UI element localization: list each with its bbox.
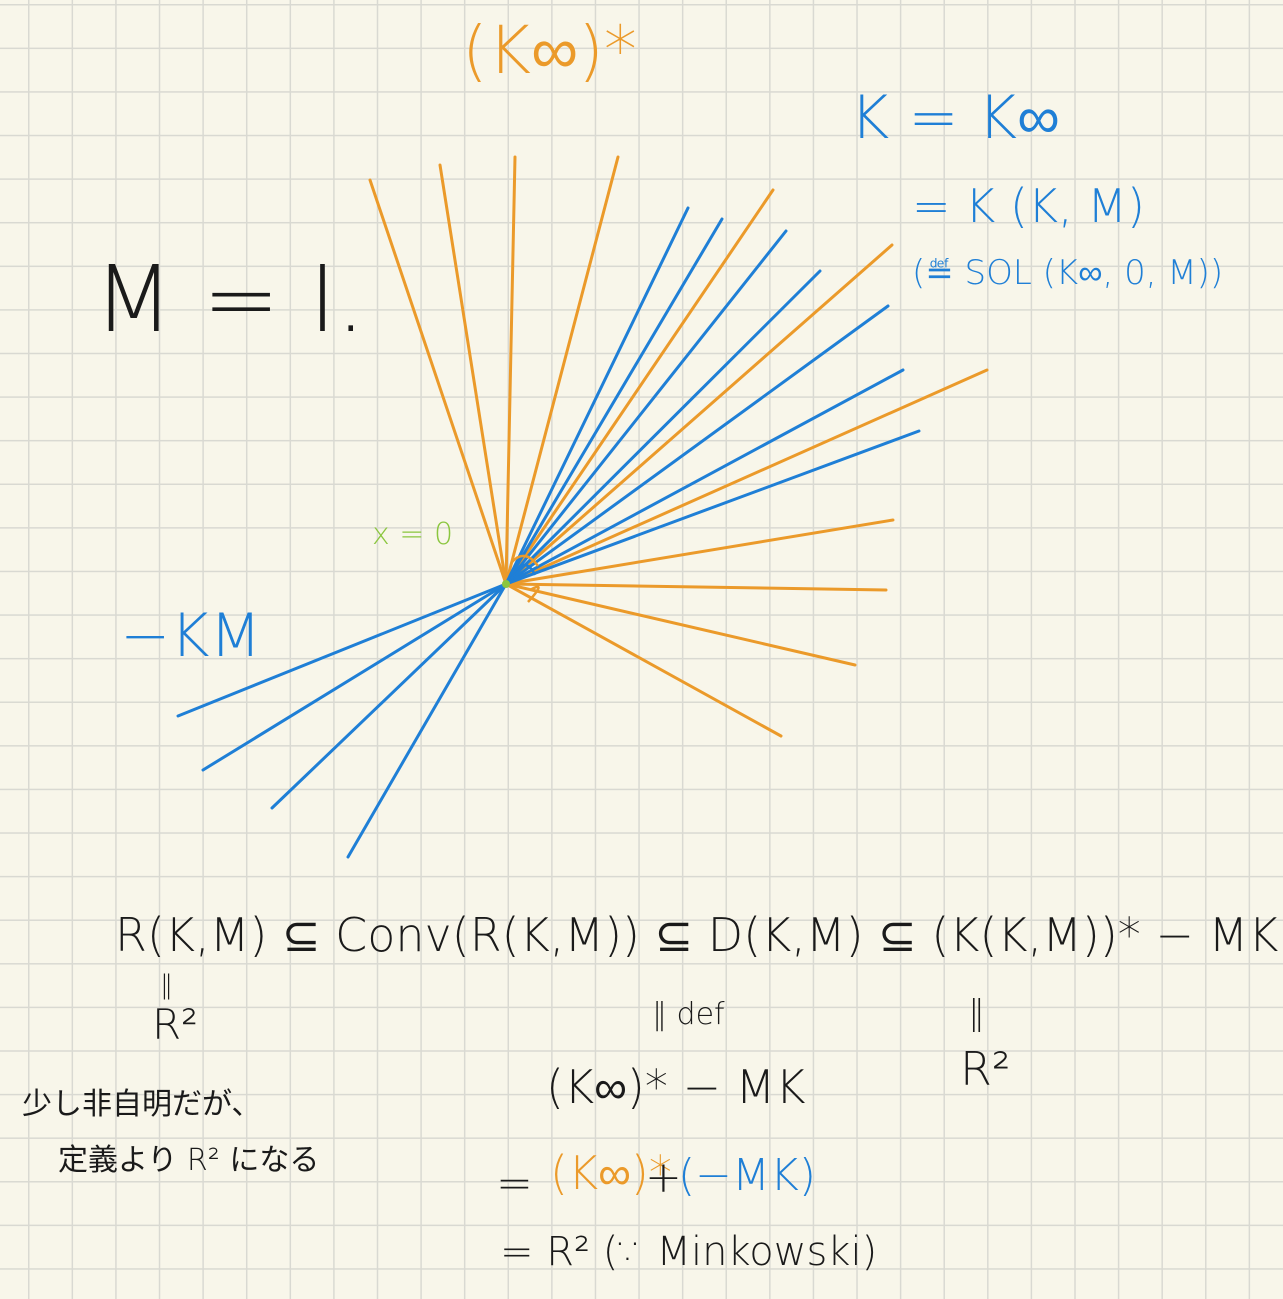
- orange-angle-arc: [511, 554, 540, 567]
- plus-sign: +: [645, 1152, 682, 1203]
- origin-label: x = 0: [372, 517, 454, 552]
- k-definition-label: (≝ SOL (K∞, 0, M)): [912, 253, 1224, 293]
- orange-ray: [504, 368, 989, 586]
- blue-ray: [504, 304, 890, 586]
- def-equality-mark: ‖ def: [652, 997, 725, 1032]
- k-cone-rays: [504, 206, 921, 586]
- equals-sign: =: [496, 1158, 533, 1209]
- blue-ray: [201, 582, 508, 772]
- blue-ray: [504, 206, 690, 586]
- r2-left: R²: [152, 1000, 199, 1049]
- blue-ray: [504, 217, 724, 586]
- dual-cone-rays: [368, 155, 989, 738]
- equality-mark-right: ‖: [968, 993, 985, 1033]
- m-equals-label: M = I.: [94, 246, 366, 353]
- dual-cone-label: (K∞)*: [462, 12, 637, 89]
- orange-angle-arc: [527, 585, 540, 603]
- r2-right: R²: [960, 1042, 1011, 1096]
- orange-ray: [504, 582, 888, 592]
- note-line-2: 定義より R² になる: [58, 1143, 320, 1178]
- orange-ray: [368, 178, 508, 586]
- orange-ray: [504, 243, 894, 586]
- blue-ray: [346, 582, 508, 859]
- blue-ray: [176, 582, 508, 718]
- origin-dot: [502, 580, 510, 588]
- orange-ray: [504, 518, 895, 586]
- k-equals-label: K = K∞: [850, 83, 1060, 153]
- main-formula: R(K,M) ⊆ Conv(R(K,M)) ⊆ D(K,M) ⊆ (K(K,M)…: [115, 908, 1279, 962]
- orange-ray: [504, 582, 857, 667]
- orange-ray: [504, 155, 517, 586]
- orange-ray: [504, 155, 620, 586]
- orange-ray: [504, 188, 775, 586]
- k-equals-label-2: = K (K, M): [912, 179, 1145, 233]
- neg-mk-term: (−MK): [678, 1150, 817, 1201]
- orange-ray: [438, 163, 508, 586]
- orange-ray: [504, 582, 783, 738]
- note-line-1: 少し非自明だが、: [22, 1087, 262, 1122]
- middle-line: (K∞)* − MK: [546, 1060, 806, 1114]
- blue-ray: [270, 582, 508, 810]
- dual-cone-term: (K∞)*: [550, 1146, 672, 1200]
- blue-ray: [504, 269, 822, 586]
- equality-mark: ‖: [160, 970, 173, 1000]
- blue-ray: [504, 429, 921, 586]
- neg-km-label: −KM: [120, 601, 262, 671]
- blue-angle-arc: [515, 563, 537, 576]
- neg-km-rays: [176, 582, 508, 859]
- blue-ray: [504, 368, 905, 586]
- angle-marks: [511, 554, 540, 603]
- last-line: = R² (∵ Minkowski): [500, 1229, 878, 1275]
- blue-ray: [504, 229, 788, 586]
